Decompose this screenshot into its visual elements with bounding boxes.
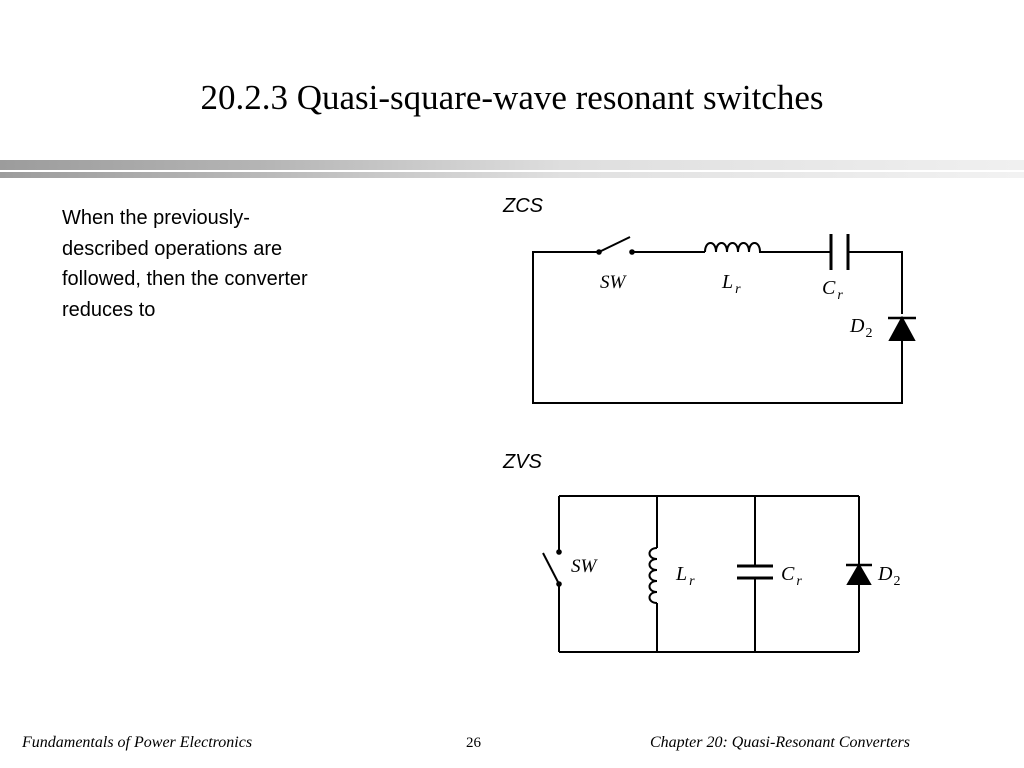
title-divider-upper	[0, 160, 1024, 170]
zvs-diode-symbol	[846, 563, 872, 585]
zvs-figure-label: ZVS	[503, 451, 542, 473]
zvs-switch-symbol	[542, 549, 562, 587]
zcs-figure-label: ZCS	[503, 195, 543, 217]
zcs-diode-symbol	[888, 315, 916, 342]
footer-book-title: Fundamentals of Power Electronics	[22, 734, 253, 751]
zcs-capacitor-symbol	[829, 234, 850, 270]
zcs-wire-right	[848, 251, 903, 314]
title-divider-lower	[0, 172, 1024, 178]
zvs-d2-label: D2	[877, 563, 900, 589]
zvs-sw-label: SW	[571, 556, 599, 577]
zcs-inductor-symbol	[704, 242, 762, 253]
zcs-sw-label: SW	[600, 272, 628, 293]
zcs-circuit	[532, 234, 916, 404]
footer-chapter-title: Chapter 20: Quasi-Resonant Converters	[650, 734, 910, 751]
zvs-circuit	[542, 495, 872, 653]
body-text: When the previously-described operations…	[62, 207, 308, 321]
zcs-wire-loop	[532, 251, 903, 404]
slide-title: 20.2.3 Quasi-square-wave resonant switch…	[200, 78, 824, 117]
zcs-switch-symbol	[596, 236, 635, 255]
zcs-d2-label: D2	[849, 315, 872, 341]
footer-page-number: 26	[466, 735, 481, 751]
zvs-inductor-symbol	[648, 547, 658, 604]
zvs-capacitor-symbol	[737, 564, 773, 580]
